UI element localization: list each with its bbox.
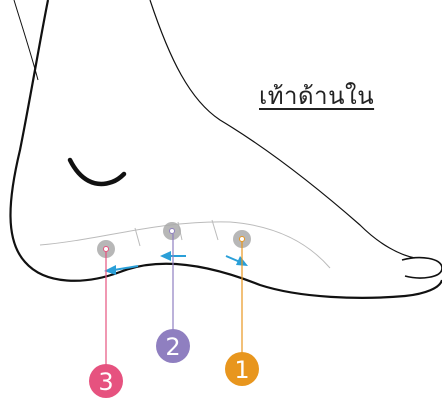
- direction-arrow: [225, 255, 248, 266]
- diagram-title: เท้าด้านใน: [259, 82, 375, 110]
- foot-outline: [9, 0, 442, 299]
- point-3-label: 3: [98, 368, 113, 396]
- big-toe-outline: [401, 256, 442, 279]
- point-1-marker: [233, 230, 251, 248]
- point-2-marker: [163, 222, 181, 240]
- point-1-label: 1: [234, 356, 249, 384]
- point-1-badge: 1: [225, 352, 259, 386]
- arch-tick: [211, 219, 219, 241]
- point-2-label: 2: [165, 333, 180, 361]
- direction-arrow: [104, 265, 139, 275]
- point-2-badge: 2: [156, 329, 190, 363]
- foot-dorsum-line: [149, 0, 416, 259]
- point-3-marker: [97, 240, 115, 258]
- ankle-line: [13, 0, 39, 81]
- point-3-badge: 3: [89, 364, 123, 398]
- ankle-bone-mark: [67, 157, 127, 187]
- arch-line: [39, 221, 331, 269]
- arch-tick: [134, 227, 141, 247]
